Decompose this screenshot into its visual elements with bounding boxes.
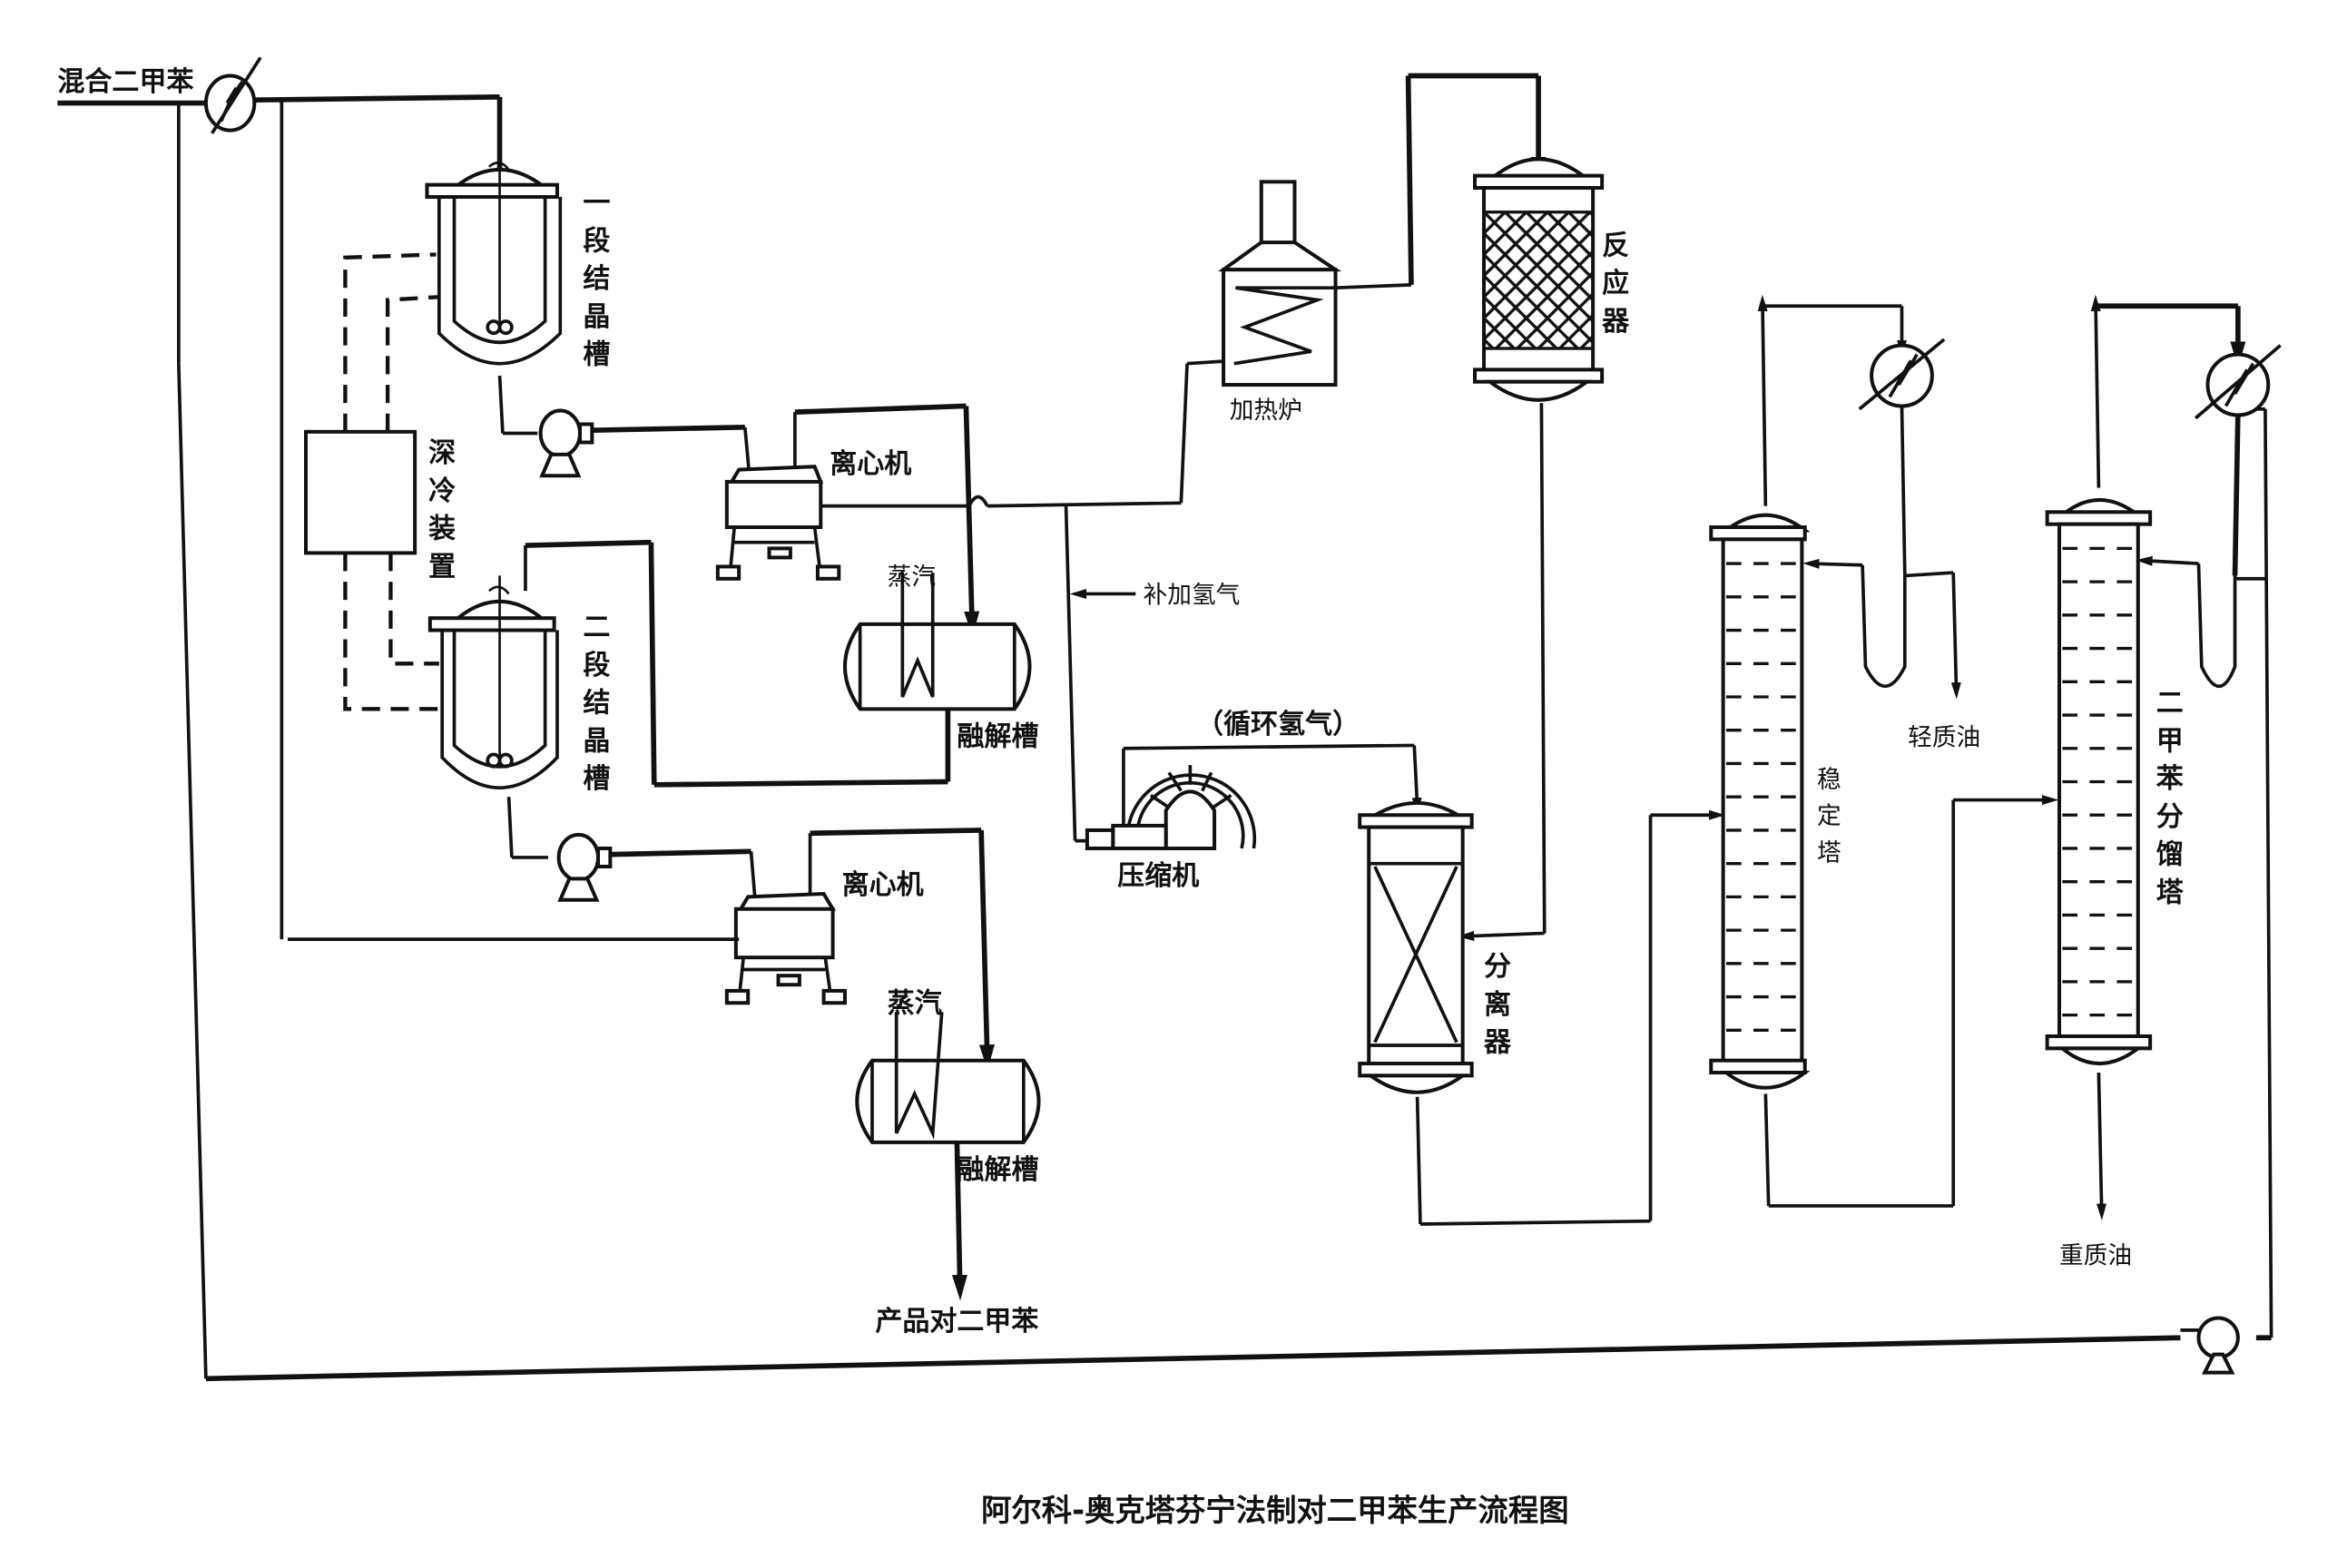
diagram-title: 阿尔科-奥克塔芬宁法制对二甲苯生产流程图 [981,1493,1568,1528]
steam-1-label: 蒸汽 [888,563,936,591]
centrifuge-1 [715,403,980,638]
svg-text:塔: 塔 [1817,838,1841,867]
svg-text:反: 反 [1602,230,1629,261]
stabilizer-column [1709,294,2059,1208]
svg-text:甲: 甲 [2156,725,2184,757]
svg-text:一: 一 [583,188,610,220]
pump-2-icon [556,832,613,902]
stabilizer-condenser-icon [1858,338,1946,411]
svg-text:分: 分 [1484,951,1511,983]
svg-text:器: 器 [1483,1027,1512,1059]
xylene-splitter-condenser-icon [2194,344,2282,420]
svg-text:二: 二 [583,612,610,643]
compressor-label: 压缩机 [1117,860,1199,892]
feed-line [57,94,508,940]
melt-tank-2 [855,1012,1041,1144]
chiller-unit [304,252,439,711]
svg-text:置: 置 [428,551,456,583]
svg-text:苯: 苯 [2156,763,2184,795]
pipe-pump2-to-centrifuge2 [610,848,751,858]
crystallizer-1-label: 一 段 结 晶 槽 [583,188,610,371]
compressor-icon [1085,743,1422,850]
svg-text:段: 段 [583,225,610,257]
melt-tank-2-label: 融解槽 [957,1154,1038,1186]
svg-text:二: 二 [2156,688,2184,720]
recycle-xylene-line [177,363,2273,1382]
crystallizer-2 [427,575,559,859]
svg-text:装: 装 [428,514,456,545]
feed-heat-exchanger-icon [203,56,262,134]
svg-text:分: 分 [2156,801,2184,833]
melt-tank-1 [843,573,1032,711]
svg-text:稳: 稳 [1817,766,1841,794]
crystallizer-2-label: 二 段 结 晶 槽 [583,612,610,795]
svg-text:段: 段 [583,650,610,681]
pump-1-icon [538,408,594,478]
reactor [1457,157,1605,941]
heater-label: 加热炉 [1230,397,1302,425]
centrifuge-1-label: 离心机 [830,448,911,480]
svg-text:器: 器 [1601,306,1630,338]
svg-text:离: 离 [1484,989,1511,1021]
centrifuge-2-label: 离心机 [842,869,924,901]
svg-text:定: 定 [1817,802,1841,830]
svg-text:馏: 馏 [2156,839,2184,871]
separator-label: 分 离 器 [1483,951,1512,1058]
heavy-oil-label: 重质油 [2059,1241,2132,1269]
feed-label: 混合二甲苯 [57,66,193,98]
pipe-pump1-to-centrifuge1 [592,424,745,433]
svg-text:冷: 冷 [428,475,456,507]
product-label: 产品对二甲苯 [875,1306,1038,1338]
svg-text:晶: 晶 [583,301,610,333]
stabilizer-label: 稳 定 塔 [1817,766,1841,867]
svg-text:结: 结 [583,263,610,295]
heater-furnace [1217,73,1547,387]
melt-tank-1-outlet [524,539,951,788]
xylene-splitter-column [2045,294,2265,1220]
product-outlet-pipe [951,1142,967,1301]
svg-text:应: 应 [1602,268,1629,299]
svg-text:结: 结 [583,688,610,720]
makeup-hydrogen-label: 补加氢气 [1144,581,1241,609]
light-oil-label: 轻质油 [1908,723,1980,751]
svg-text:槽: 槽 [583,339,610,371]
reactor-label: 反 应 器 [1601,230,1630,337]
recycle-pump-icon [2180,1316,2240,1375]
svg-text:晶: 晶 [583,725,610,757]
svg-text:塔: 塔 [2156,877,2185,908]
recycle-hydrogen-label: （循环氢气） [1196,709,1360,740]
svg-text:槽: 槽 [583,763,610,795]
steam-2-label: 蒸汽 [888,987,942,1019]
centrifuge-2 [287,828,995,1071]
svg-text:深: 深 [428,437,456,469]
xylene-splitter-label: 二 甲 苯 分 馏 塔 [2156,688,2185,909]
chiller-label: 深 冷 装 置 [428,437,456,583]
separator [1358,801,1726,1226]
crystallizer-1 [425,151,563,436]
melt-tank-1-label: 融解槽 [957,720,1038,752]
